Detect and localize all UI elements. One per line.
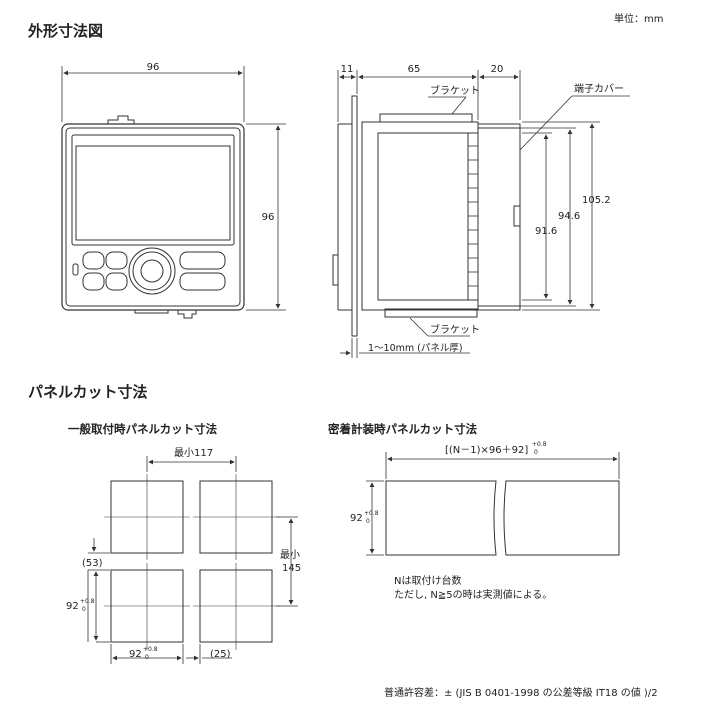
general-cutout-title: 一般取付時パネルカット寸法	[68, 422, 218, 436]
dense-v-tol-zero: 0	[366, 518, 370, 525]
general-center-lines	[104, 474, 280, 650]
general-h-tol-zero: 0	[145, 654, 149, 661]
dense-cutout	[385, 480, 620, 556]
dense-h-tol-plus: +0.8	[532, 441, 547, 448]
general-cutout	[110, 480, 273, 643]
note-n-count: Nは取付け台数	[394, 576, 462, 587]
dense-cutout-title: 密着計装時パネルカット寸法	[328, 422, 478, 436]
pitch-25: (25)	[210, 649, 231, 660]
pitch-53: (53)	[82, 558, 103, 569]
dense-v-92: 92	[350, 513, 363, 524]
unit-label: 単位：mm	[614, 14, 664, 25]
general-dims	[87, 456, 298, 664]
panel-thickness: 1～10mm (パネル厚)	[368, 343, 463, 354]
dim-20: 20	[491, 64, 504, 75]
bracket-bottom-label: ブラケット	[430, 323, 480, 336]
dim-105: 105.2	[582, 195, 611, 206]
general-v-92: 92	[66, 601, 79, 612]
note-n-measured: ただし, N≧5の時は実測値による。	[394, 590, 553, 601]
dense-h-tol-zero: 0	[534, 449, 538, 456]
general-h-tol-plus: +0.8	[143, 646, 158, 653]
terminal-cover-label: 端子カバー	[574, 82, 624, 95]
side-terminals	[468, 145, 478, 287]
front-height: 96	[262, 212, 275, 223]
side-view	[332, 95, 521, 337]
general-v-tol-plus: +0.8	[80, 598, 95, 605]
dim-11: 11	[341, 64, 354, 75]
cutout-title: パネルカット寸法	[28, 383, 148, 401]
min-145-b: 145	[282, 563, 301, 574]
front-width: 96	[147, 62, 160, 73]
dense-formula: [(N－1)×96＋92]	[445, 445, 528, 456]
dim-94: 94.6	[558, 211, 580, 222]
min-117: 最小117	[174, 447, 213, 459]
general-h-92: 92	[129, 649, 142, 660]
dim-91: 91.6	[535, 226, 557, 237]
side-dims	[337, 70, 630, 358]
footer-tolerance: 普通許容差：± (JIS B 0401-1998 の公差等級 IT18 の値 )…	[384, 688, 658, 699]
front-dim	[61, 66, 286, 311]
general-v-tol-zero: 0	[82, 606, 86, 613]
outline-title: 外形寸法図	[28, 22, 104, 40]
min-145-a: 最小	[280, 549, 300, 561]
dim-65: 65	[408, 64, 421, 75]
dense-v-tol-plus: +0.8	[364, 510, 379, 517]
front-view	[61, 115, 245, 319]
dense-dims	[366, 452, 620, 556]
bracket-top-label: ブラケット	[430, 84, 480, 97]
